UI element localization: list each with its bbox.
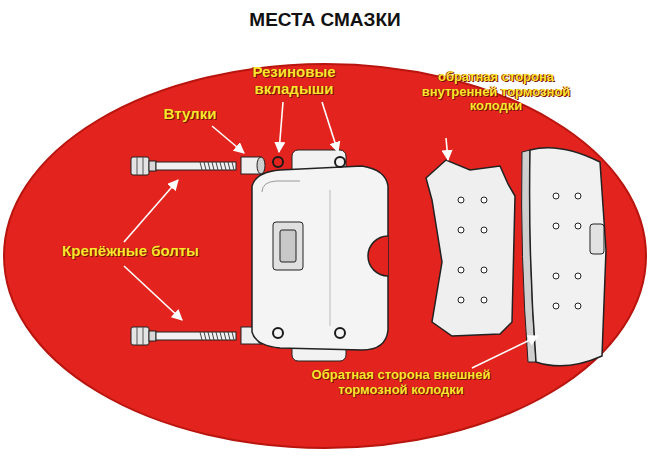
leader-arrow bbox=[212, 126, 244, 153]
caliper-shading bbox=[262, 181, 300, 192]
leader-arrow bbox=[279, 102, 283, 152]
bushing-end bbox=[257, 157, 265, 174]
bolt-neck bbox=[149, 161, 156, 171]
bolt-shaft bbox=[156, 162, 236, 170]
pad-hole bbox=[553, 273, 559, 279]
pad-hole bbox=[458, 227, 464, 233]
pad-hole bbox=[575, 223, 581, 229]
pad-hole bbox=[553, 193, 559, 199]
caliper-edge bbox=[330, 190, 331, 326]
pad-backing bbox=[530, 148, 606, 366]
pad-hole bbox=[481, 297, 487, 303]
leader-arrow bbox=[124, 266, 182, 320]
rubber-ring bbox=[335, 328, 345, 338]
pad-hole bbox=[458, 197, 464, 203]
bolt-thread bbox=[200, 162, 234, 170]
diagram-title: МЕСТА СМАЗКИ bbox=[0, 9, 650, 31]
caliper-body bbox=[252, 150, 388, 361]
outer-brake-pad bbox=[522, 148, 606, 366]
bolt-hex-edge bbox=[137, 157, 143, 175]
part-label: Резиновые вкладыши bbox=[232, 64, 356, 98]
part-label: Обратная сторона внешней тормозной колод… bbox=[296, 368, 506, 397]
pad-hole bbox=[481, 197, 487, 203]
bolt-head bbox=[131, 327, 149, 345]
pad-hole bbox=[575, 303, 581, 309]
part-label: Втулки bbox=[150, 106, 230, 123]
leader-arrow bbox=[446, 138, 448, 160]
pad-hole bbox=[458, 267, 464, 273]
pad-hole bbox=[481, 227, 487, 233]
bolt-head bbox=[131, 157, 149, 175]
pad-holes bbox=[458, 197, 487, 303]
caliper-cutout bbox=[368, 236, 388, 276]
pad-clip bbox=[590, 224, 604, 254]
leader-arrow bbox=[322, 102, 338, 152]
caliper-housing bbox=[252, 166, 388, 350]
pad-hole bbox=[575, 193, 581, 199]
rubber-ring bbox=[273, 157, 283, 167]
rubber-ring bbox=[273, 328, 283, 338]
bolt-hex-edge bbox=[137, 327, 143, 345]
mounting-bolt bbox=[131, 327, 236, 345]
mounting-bolt bbox=[131, 157, 236, 175]
bolt-shaft bbox=[156, 332, 236, 340]
part-label: Крепёжные болты bbox=[38, 243, 223, 260]
part-label: обратная сторона внутренней тормозной ко… bbox=[408, 70, 584, 114]
leader-arrows bbox=[124, 102, 538, 368]
rubber-rings bbox=[273, 157, 345, 338]
background-ellipse bbox=[4, 64, 646, 448]
pad-backing bbox=[426, 160, 515, 336]
bushing bbox=[241, 157, 265, 174]
bolt-thread bbox=[200, 332, 234, 340]
pad-hole bbox=[575, 273, 581, 279]
pad-hole bbox=[553, 303, 559, 309]
bleed-fitting bbox=[280, 230, 296, 262]
pad-hole bbox=[481, 267, 487, 273]
pad-hole bbox=[458, 297, 464, 303]
leader-arrow bbox=[472, 336, 538, 368]
pad-hole bbox=[553, 223, 559, 229]
leader-arrow bbox=[124, 180, 178, 242]
caliper-window bbox=[273, 222, 303, 270]
inner-brake-pad bbox=[426, 160, 515, 336]
rubber-ring bbox=[335, 157, 345, 167]
bolt-neck bbox=[149, 331, 156, 341]
pad-holes bbox=[553, 193, 581, 309]
